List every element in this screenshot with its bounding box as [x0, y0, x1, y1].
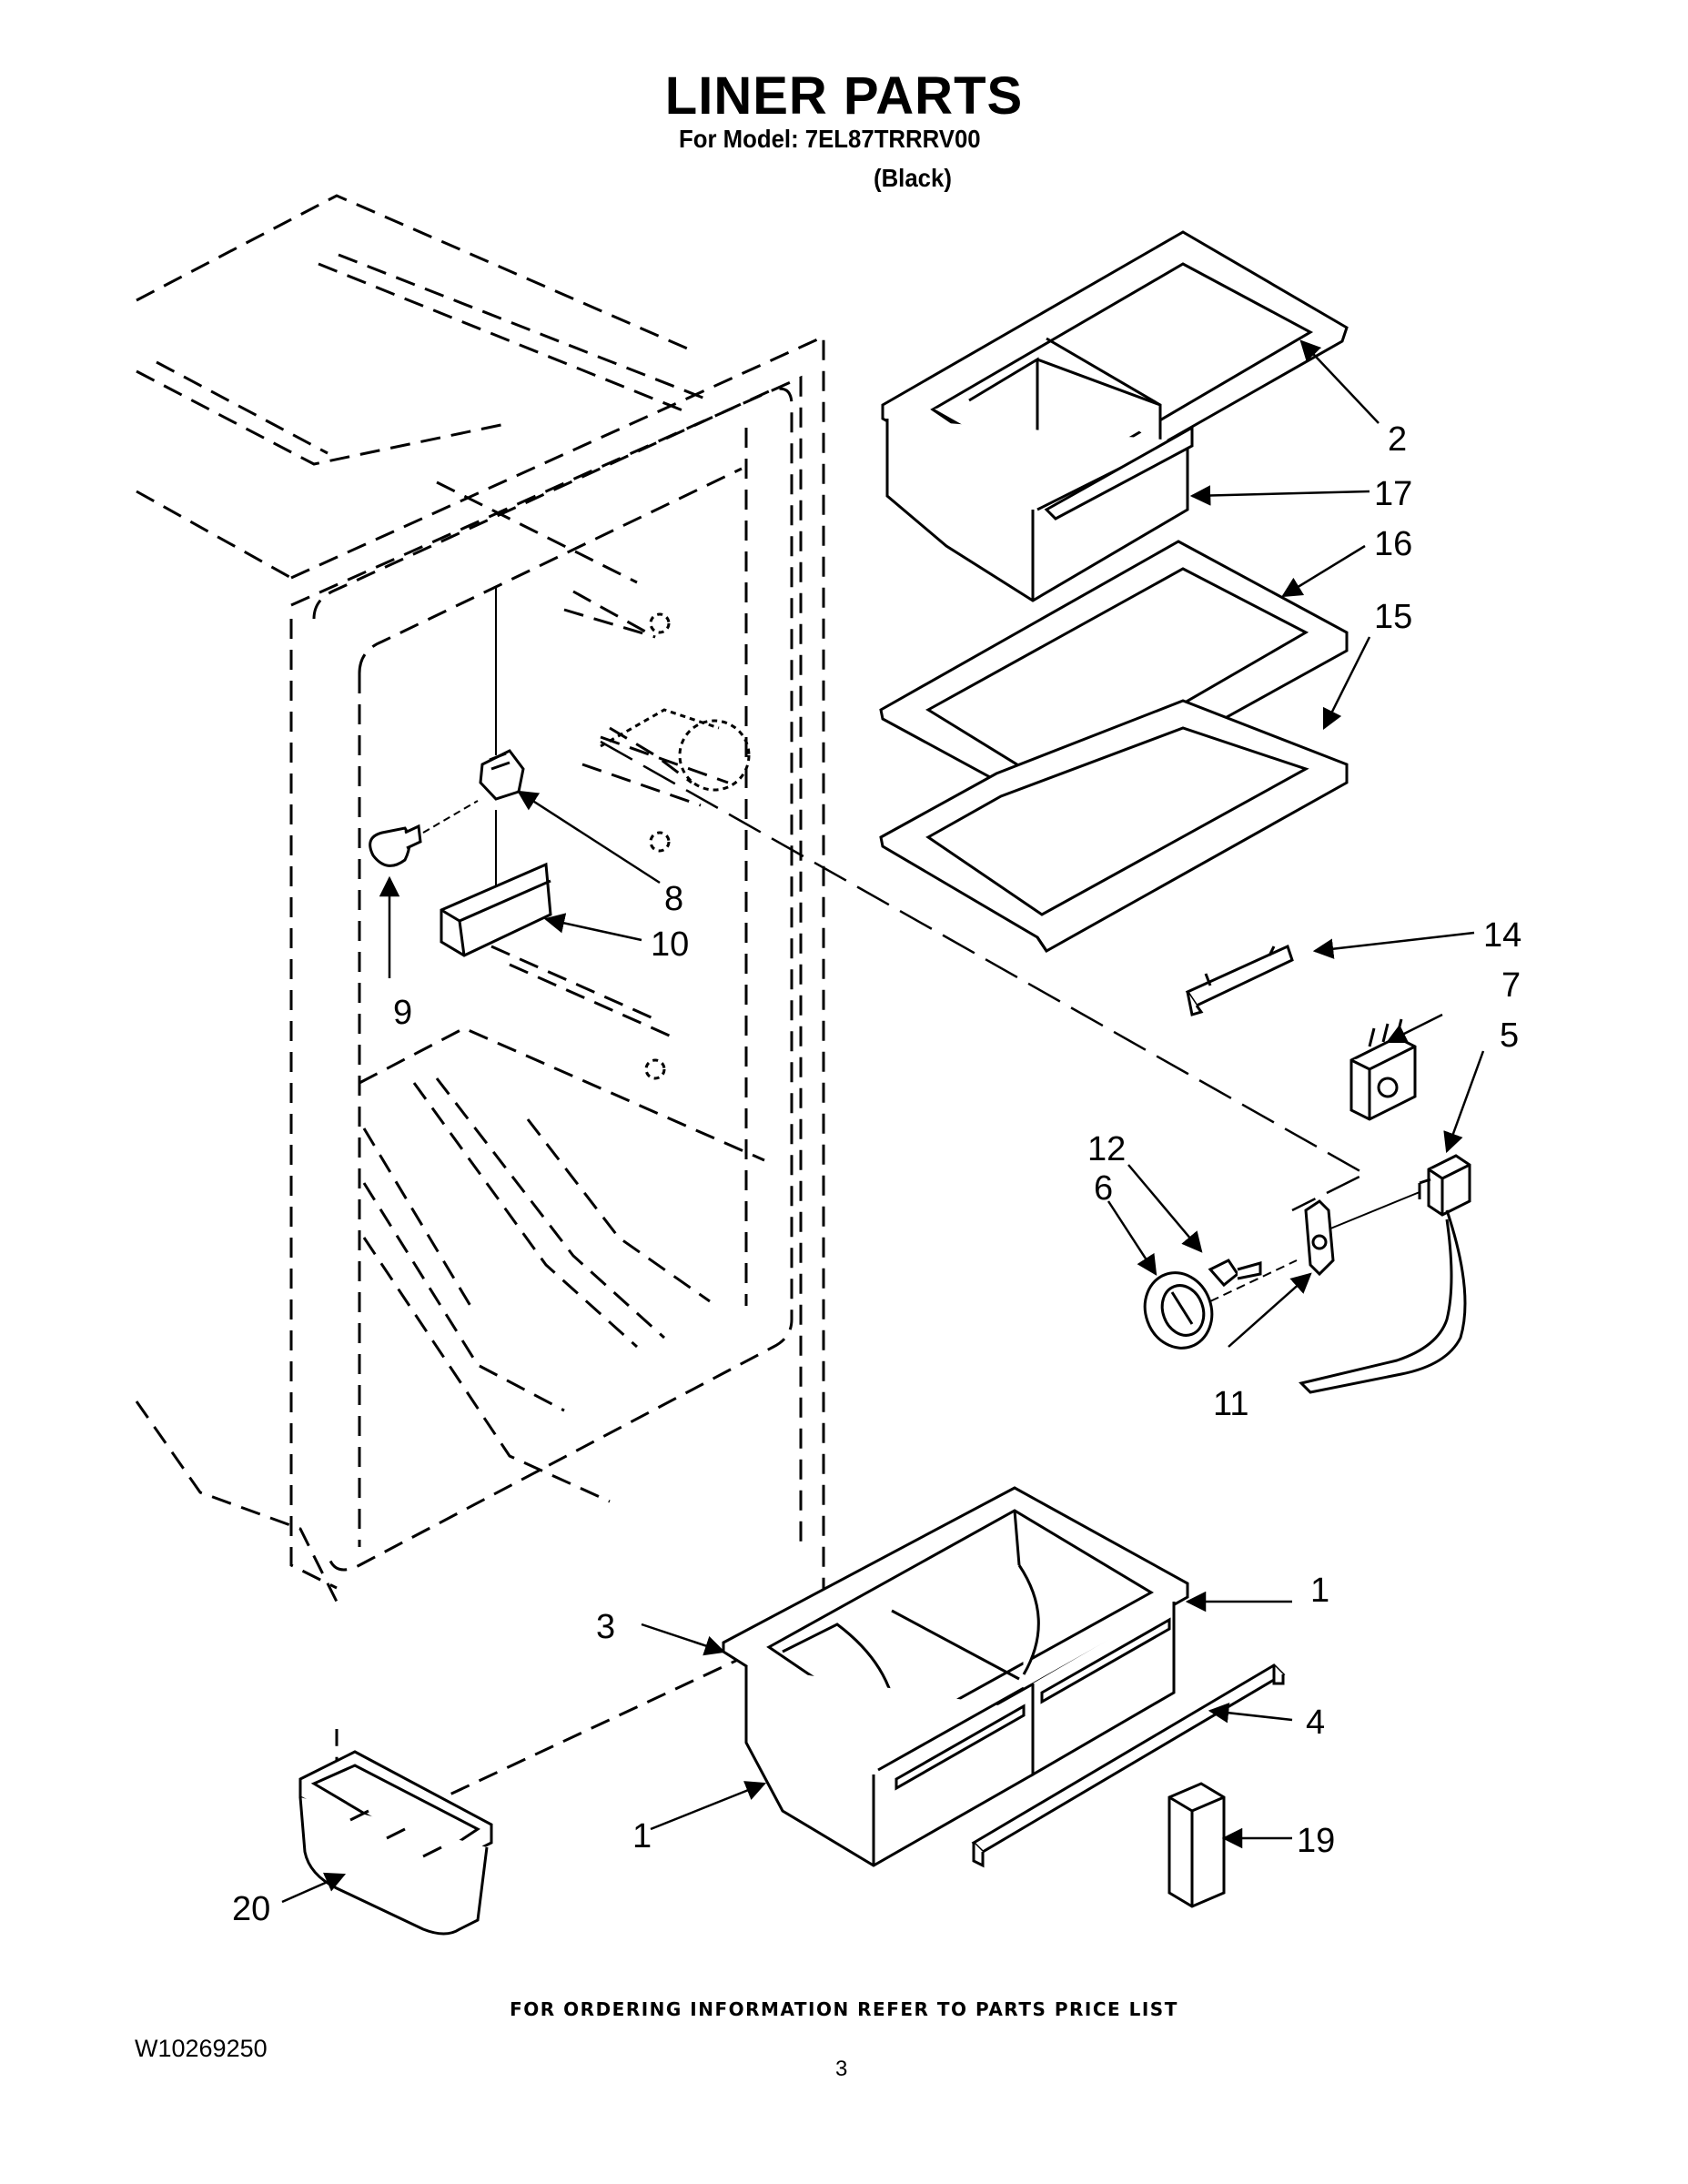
- lower-basket: [722, 1486, 1189, 1867]
- callout-11: 11: [1213, 1385, 1248, 1423]
- callout-19: 19: [1297, 1822, 1335, 1860]
- color-variant: (Black): [874, 164, 952, 192]
- cabinet-liner-outline: [135, 194, 825, 1850]
- callout-9: 9: [393, 994, 412, 1032]
- callout-10: 10: [651, 925, 689, 964]
- basket-rims: [879, 540, 1349, 953]
- callout-16: 16: [1374, 525, 1412, 563]
- document-number: W10269250: [135, 2035, 268, 2062]
- callout-17: 17: [1374, 475, 1412, 513]
- callout-8: 8: [664, 880, 683, 918]
- callout-2: 2: [1388, 420, 1407, 459]
- callout-1-upper: 1: [1310, 1572, 1329, 1610]
- liner-clips: [600, 612, 751, 1080]
- callout-12: 12: [1087, 1130, 1126, 1168]
- callout-3: 3: [596, 1608, 615, 1646]
- model-line: For Model: 7EL87TRRRV00: [679, 125, 981, 153]
- glide-rail: [971, 1663, 1286, 1868]
- callout-4: 4: [1306, 1704, 1325, 1742]
- callout-7: 7: [1501, 966, 1521, 1005]
- page-number: 3: [835, 2057, 848, 2081]
- ordering-note: FOR ORDERING INFORMATION REFER TO PARTS …: [510, 1998, 1178, 2020]
- page-title: LINER PARTS: [664, 66, 1024, 126]
- light-assembly: [369, 587, 552, 957]
- small-parts: [1143, 944, 1471, 1394]
- upper-basket: [881, 230, 1349, 602]
- callout-14: 14: [1483, 916, 1521, 955]
- door-bin: [298, 1750, 493, 1936]
- callout-5: 5: [1500, 1016, 1519, 1055]
- leader-arrows: [281, 339, 1485, 1904]
- callout-15: 15: [1374, 598, 1412, 636]
- callout-20: 20: [232, 1890, 270, 1928]
- foam-block: [1167, 1782, 1226, 1908]
- callout-1-lower: 1: [632, 1817, 652, 1855]
- callout-6: 6: [1094, 1169, 1113, 1208]
